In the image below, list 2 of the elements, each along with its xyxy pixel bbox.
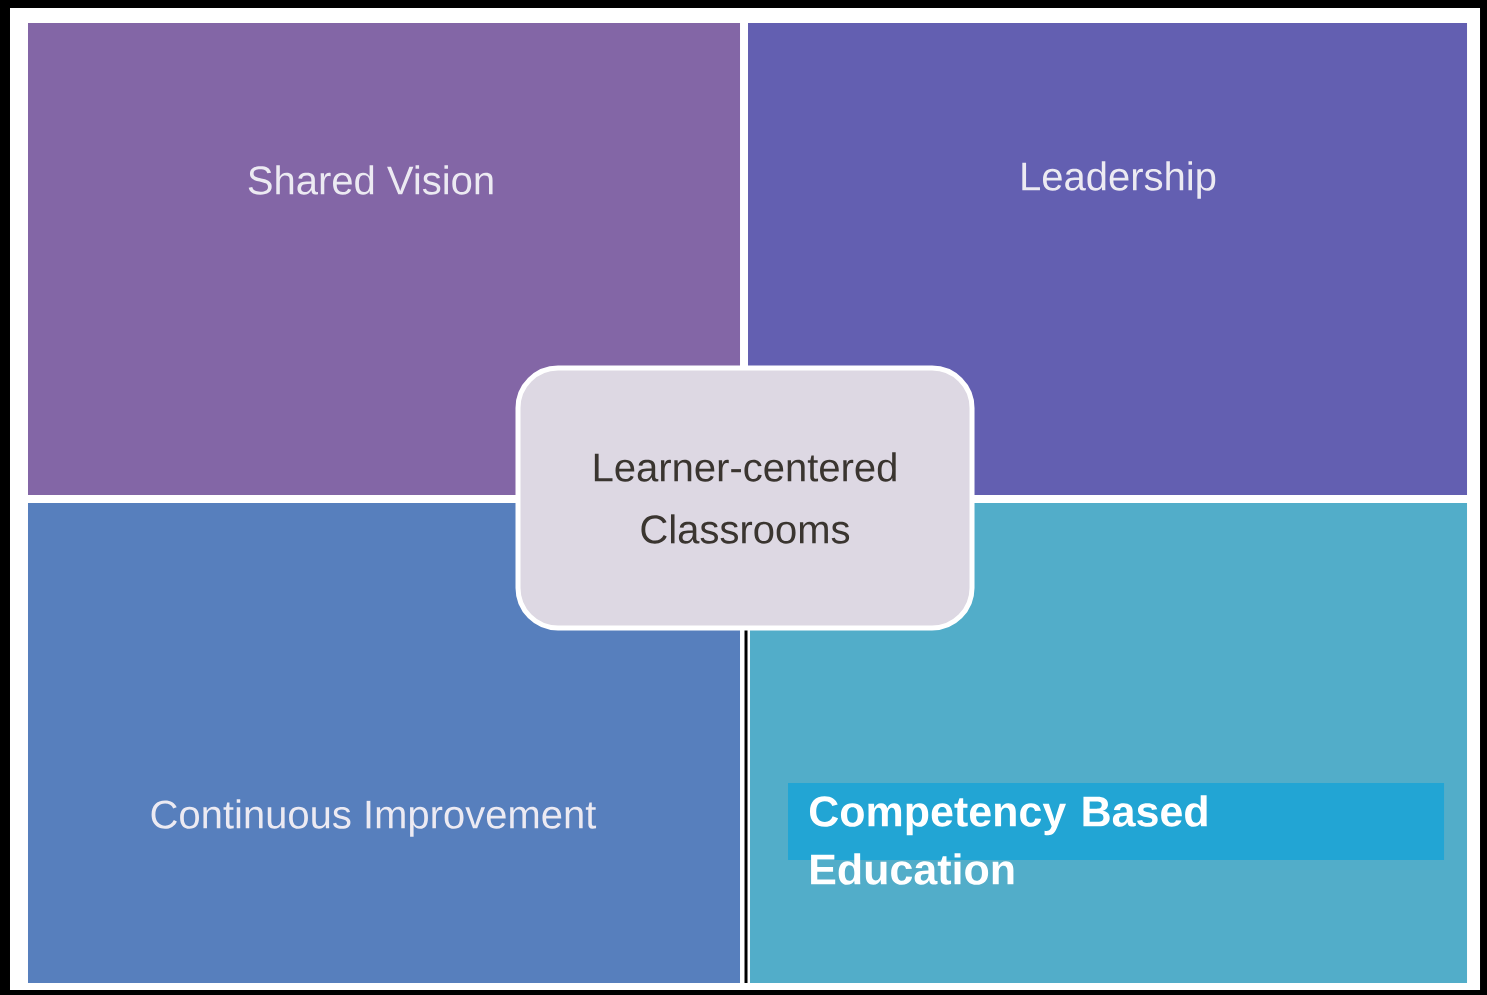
- heading-band: Competency Based Education: [788, 783, 1444, 885]
- center-box: Learner-centered Classrooms: [515, 365, 975, 631]
